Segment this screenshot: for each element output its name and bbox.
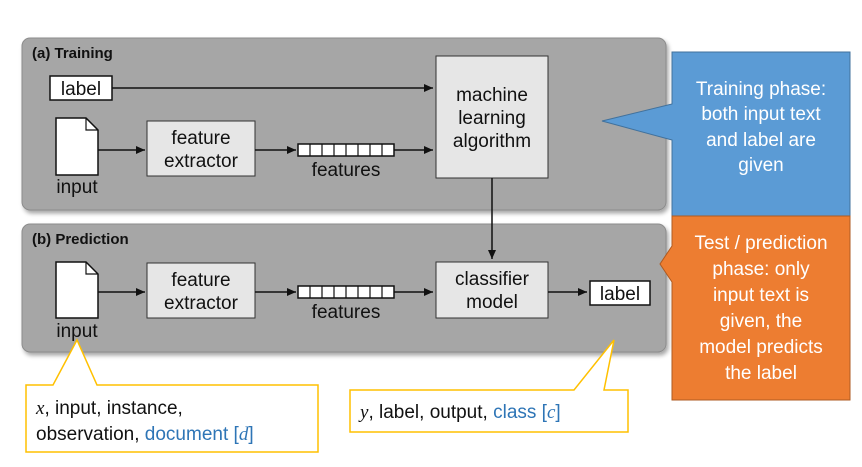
classifier-model-box <box>435 261 549 319</box>
ml-algorithm-box <box>435 55 549 179</box>
output-label-text: label <box>600 284 640 305</box>
input-note-observation: observation, <box>36 424 145 445</box>
training-extractor-line2: extractor <box>164 151 239 172</box>
label-var-y: y <box>358 402 369 423</box>
prediction-features-vector <box>297 285 395 299</box>
prediction-callout-line6: the label <box>725 363 797 384</box>
label-note-bracket-open: [ <box>542 402 548 423</box>
training-extractor-line1: feature <box>171 128 230 149</box>
training-callout-line1: Training phase: <box>696 79 826 100</box>
training-callout-line2: both input text <box>701 104 821 125</box>
prediction-features-label: features <box>312 302 381 323</box>
training-input-label: input <box>56 177 98 198</box>
input-terms-note: x, input, instance, observation, documen… <box>25 338 319 453</box>
prediction-callout-line2: phase: only <box>712 259 810 280</box>
training-input-document-icon <box>55 117 99 176</box>
input-note-document: document <box>145 424 234 445</box>
input-var-x: x <box>35 398 45 419</box>
prediction-panel-title: (b) Prediction <box>32 231 129 248</box>
input-note-line1-rest: , input, instance, <box>44 398 182 419</box>
prediction-feature-extractor-box <box>146 262 256 319</box>
label-note-text: y, label, output, class [c] <box>358 402 561 423</box>
prediction-callout-line3: input text is <box>713 285 809 306</box>
training-callout-line3: and label are <box>706 130 816 151</box>
prediction-phase-callout: Test / prediction phase: only input text… <box>659 215 851 401</box>
label-var-c: c <box>547 402 556 423</box>
prediction-input-document-icon <box>55 261 99 319</box>
prediction-callout-line4: given, the <box>720 311 802 332</box>
training-callout-shape <box>601 51 851 223</box>
input-note-bracket-close: ] <box>248 424 253 445</box>
prediction-callout-line1: Test / prediction <box>694 233 827 254</box>
training-label-text: label <box>61 79 101 100</box>
training-feature-extractor-box <box>146 120 256 177</box>
prediction-callout-shape <box>659 215 851 401</box>
training-features-vector <box>297 143 395 157</box>
ml-algorithm-line2: learning <box>458 108 526 129</box>
ml-algorithm-line3: algorithm <box>453 131 531 152</box>
input-note-line2: observation, document [d] <box>36 424 254 445</box>
output-label-box <box>589 280 651 306</box>
prediction-input-label: input <box>56 321 98 342</box>
prediction-callout-line5: model predicts <box>699 337 823 358</box>
training-label-box <box>49 75 113 101</box>
training-panel-title: (a) Training <box>32 45 113 62</box>
classifier-model-line2: model <box>466 292 518 313</box>
training-callout-line4: given <box>738 155 783 176</box>
classifier-model-line1: classifier <box>455 269 530 290</box>
label-note-plain: , label, output, <box>368 402 493 423</box>
input-var-d: d <box>239 424 249 445</box>
input-note-line1: x, input, instance, <box>35 398 183 419</box>
label-note-shape <box>349 339 629 433</box>
training-panel <box>21 37 667 211</box>
label-terms-note: y, label, output, class [c] <box>349 339 629 433</box>
ml-algorithm-line1: machine <box>456 85 528 106</box>
label-note-class: class <box>493 402 542 423</box>
training-phase-callout: Training phase: both input text and labe… <box>601 51 851 223</box>
input-note-shape <box>25 338 319 453</box>
label-note-bracket-close: ] <box>555 402 560 423</box>
prediction-extractor-line2: extractor <box>164 293 239 314</box>
prediction-extractor-line1: feature <box>171 270 230 291</box>
input-note-bracket-open: [ <box>234 424 240 445</box>
training-features-label: features <box>312 160 381 181</box>
